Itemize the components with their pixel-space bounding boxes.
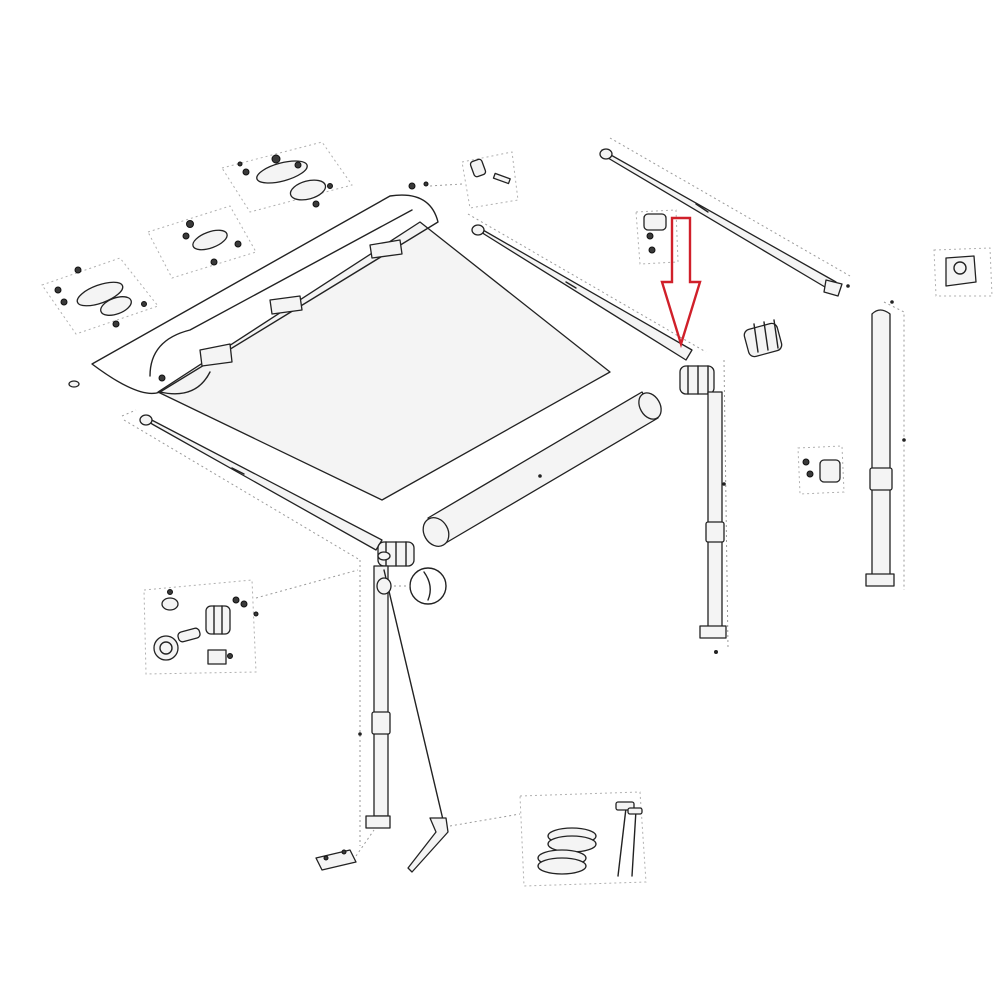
highlight-arrow xyxy=(660,216,702,349)
clip-detail xyxy=(394,567,447,605)
left-foot-plate xyxy=(315,829,375,871)
small-pin xyxy=(68,380,80,388)
tie-down-kit xyxy=(449,791,647,887)
hardware-kit-middle xyxy=(147,205,257,279)
bracket-hardware-kit xyxy=(143,569,359,675)
roller-tube xyxy=(422,391,662,547)
tension-rafter xyxy=(376,569,449,873)
top-right-arm xyxy=(599,137,851,297)
far-right-leg xyxy=(865,300,906,590)
hardware-kit-bottom xyxy=(41,257,159,335)
top-clamp xyxy=(933,247,993,297)
awning-canvas xyxy=(91,194,611,501)
middle-arm xyxy=(467,213,707,361)
slide-kit xyxy=(797,445,845,495)
spare-corner-bracket xyxy=(743,319,783,358)
hardware-kit-top xyxy=(221,141,353,213)
right-front-leg xyxy=(699,359,729,654)
right-corner-bracket xyxy=(679,365,715,395)
left-arm xyxy=(121,409,383,561)
left-front-leg xyxy=(358,560,391,846)
left-corner-bracket xyxy=(377,541,415,567)
end-cap-kit xyxy=(635,209,679,265)
screw-kit xyxy=(408,151,519,209)
